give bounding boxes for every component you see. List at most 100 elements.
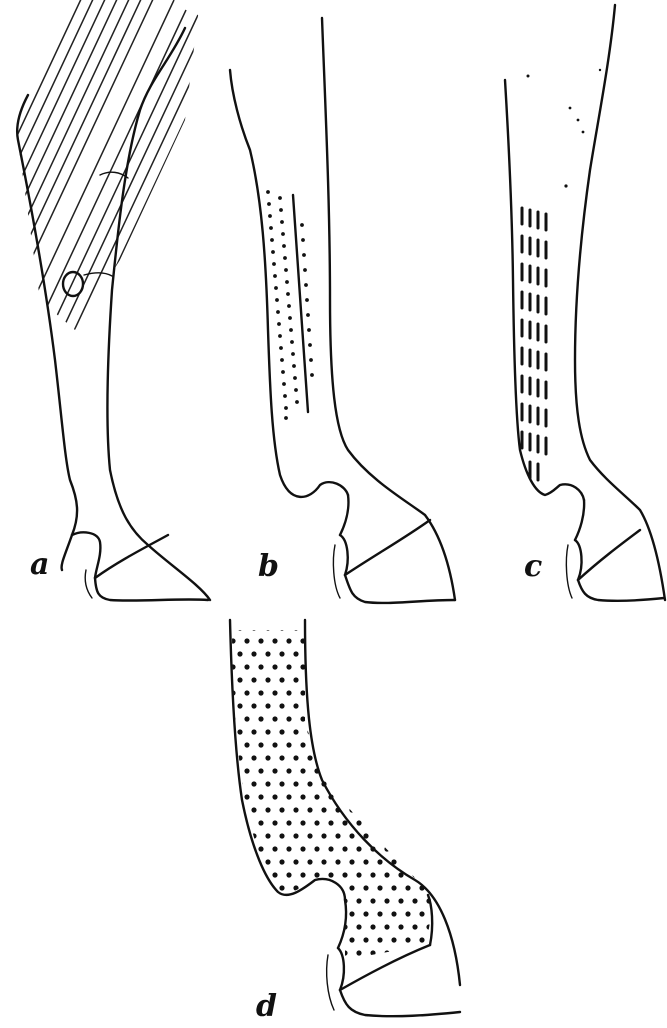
- stipple-dot: [328, 820, 333, 825]
- stipple-dot: [307, 755, 312, 760]
- stipple-dot: [328, 794, 333, 799]
- stipple-dot: [230, 898, 235, 903]
- stipple-dot: [223, 989, 228, 994]
- leg-outline: [230, 18, 455, 600]
- stipple-dot: [398, 794, 403, 799]
- stipple-dot: [377, 729, 382, 734]
- stipple-dot: [377, 989, 382, 994]
- stipple-dot: [258, 742, 263, 747]
- stipple-dot: [391, 937, 396, 942]
- stipple-dot: [342, 742, 347, 747]
- stipple-dot: [237, 729, 242, 734]
- stipple-dot: [349, 989, 354, 994]
- stipple-dot: [286, 898, 291, 903]
- stipple-dot: [426, 976, 431, 981]
- stipple-dot: [230, 846, 235, 851]
- stipple-dot: [321, 911, 326, 916]
- stipple-dot: [356, 638, 361, 643]
- stipple-dot: [307, 807, 312, 812]
- stipple-dot: [363, 755, 368, 760]
- stipple-dot: [300, 794, 305, 799]
- stipple-dot: [307, 989, 312, 994]
- stipple-dot: [370, 794, 375, 799]
- stipple-dot: [349, 885, 354, 890]
- stipple-dot: [321, 625, 326, 630]
- stipple-dot: [314, 872, 319, 877]
- stipple-dot: [363, 911, 368, 916]
- stipple-dot: [419, 911, 424, 916]
- stipple-dot: [398, 742, 403, 747]
- stipple-dot: [370, 872, 375, 877]
- stipple-dot: [405, 625, 410, 630]
- stipple-dot: [272, 898, 277, 903]
- stipple-dot: [237, 963, 242, 968]
- stipple-dot: [244, 872, 249, 877]
- stipple-dot: [293, 963, 298, 968]
- stipple-dot: [405, 859, 410, 864]
- stipple-dot: [405, 885, 410, 890]
- stipple-dot: [237, 989, 242, 994]
- stipple-dot: [244, 768, 249, 773]
- stipple-dot: [426, 950, 431, 955]
- stipple-dot: [363, 989, 368, 994]
- stipple-dot: [251, 963, 256, 968]
- stipple-dot: [349, 833, 354, 838]
- stipple-dot: [398, 768, 403, 773]
- stipple-dot: [307, 937, 312, 942]
- stipple-dot: [363, 651, 368, 656]
- stipple-dot: [377, 911, 382, 916]
- stipple-dot: [419, 755, 424, 760]
- stipple-dot: [384, 924, 389, 929]
- stipple-dot: [398, 716, 403, 721]
- stipple-dot: [370, 950, 375, 955]
- stipple-dot: [419, 651, 424, 656]
- stipple-dot: [335, 703, 340, 708]
- stipple-dot: [258, 950, 263, 955]
- stipple-dot: [391, 833, 396, 838]
- stipple-dot: [391, 677, 396, 682]
- stipple-dot: [349, 755, 354, 760]
- stipple-dot: [384, 794, 389, 799]
- stipple-dot: [412, 742, 417, 747]
- stipple-dot: [405, 937, 410, 942]
- stipple-dot: [370, 976, 375, 981]
- stipple-dot: [398, 664, 403, 669]
- stipple-dot: [265, 677, 270, 682]
- stipple-dot: [356, 924, 361, 929]
- stipple-dot: [391, 781, 396, 786]
- stipple-dot: [391, 885, 396, 890]
- stipple-dot: [244, 690, 249, 695]
- stipple-dot: [279, 625, 284, 630]
- stipple-dot: [384, 638, 389, 643]
- stipple-dot: [279, 677, 284, 682]
- stipple-dot: [391, 807, 396, 812]
- stipple-dot: [272, 820, 277, 825]
- stipple-dot: [426, 898, 431, 903]
- stipple-dot: [370, 742, 375, 747]
- stipple-dot: [244, 976, 249, 981]
- panel-a: [0, 0, 246, 601]
- stipple-dot: [419, 859, 424, 864]
- stipple-dot: [314, 950, 319, 955]
- stipple-dot: [230, 924, 235, 929]
- stipple-dot: [349, 651, 354, 656]
- stipple-dot: [251, 729, 256, 734]
- stipple-dot: [293, 807, 298, 812]
- stipple-dot: [314, 794, 319, 799]
- panel-label-c: c: [524, 552, 542, 582]
- stipple-dot: [258, 690, 263, 695]
- stipple-dot: [342, 820, 347, 825]
- stipple-dot: [230, 794, 235, 799]
- stipple-dot: [293, 937, 298, 942]
- stipple-dot: [244, 846, 249, 851]
- stipple-dot: [279, 859, 284, 864]
- stipple-dot: [370, 638, 375, 643]
- stipple-dot: [293, 911, 298, 916]
- stipple-dot: [426, 846, 431, 851]
- stipple-dot: [356, 690, 361, 695]
- stipple-dot: [356, 846, 361, 851]
- stipple-dot: [328, 690, 333, 695]
- stipple-dot: [251, 807, 256, 812]
- stipple-dot: [412, 872, 417, 877]
- stipple-dot: [363, 859, 368, 864]
